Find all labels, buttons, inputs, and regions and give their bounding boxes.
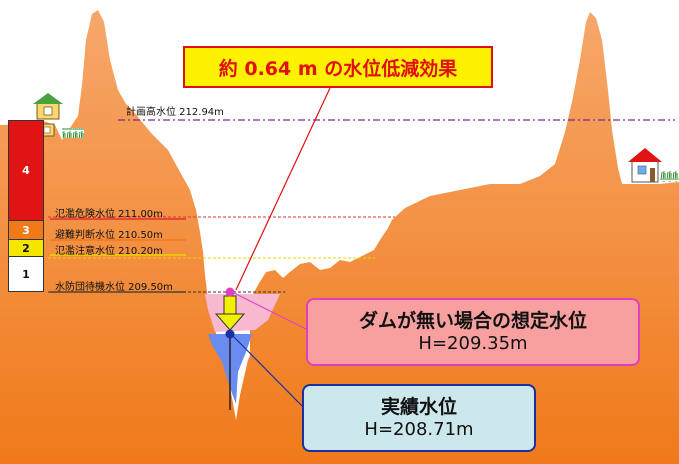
no-dam-title: ダムが無い場合の想定水位 bbox=[358, 310, 587, 332]
headline-text: 約 0.64 m の水位低減効果 bbox=[218, 57, 458, 80]
evac-judgement-label: 避難判断水位 210.50m bbox=[55, 230, 163, 241]
no-dam-callout: ダムが無い場合の想定水位 H=209.35m bbox=[306, 298, 640, 366]
water-reduction-arrow bbox=[214, 288, 246, 410]
headline-pointer bbox=[235, 87, 331, 291]
no-dam-value: H=209.35m bbox=[418, 333, 528, 354]
actual-level-marker bbox=[225, 329, 235, 339]
flood-danger-label: 氾濫危険水位 211.00m bbox=[55, 209, 163, 220]
no-dam-level-marker bbox=[225, 287, 235, 297]
right-grass bbox=[660, 170, 679, 182]
stage-level-4: 4 bbox=[8, 120, 44, 221]
standby-label: 水防団待機水位 209.50m bbox=[55, 282, 173, 293]
actual-value: H=208.71m bbox=[364, 419, 474, 440]
no-dam-pointer bbox=[231, 291, 309, 331]
stage-level-1: 1 bbox=[8, 256, 44, 292]
actual-callout: 実績水位 H=208.71m bbox=[302, 384, 536, 452]
right-house-icon bbox=[628, 148, 662, 183]
actual-pointer bbox=[231, 334, 307, 411]
planned-high-water-label: 計画高水位 212.94m bbox=[126, 107, 224, 118]
stage-level-2: 2 bbox=[8, 239, 44, 257]
left-grass bbox=[62, 128, 84, 138]
flood-caution-label: 氾濫注意水位 210.20m bbox=[55, 246, 163, 257]
actual-title: 実績水位 bbox=[380, 396, 457, 418]
stage-level-3: 3 bbox=[8, 220, 44, 240]
headline-box: 約 0.64 m の水位低減効果 bbox=[183, 46, 493, 88]
